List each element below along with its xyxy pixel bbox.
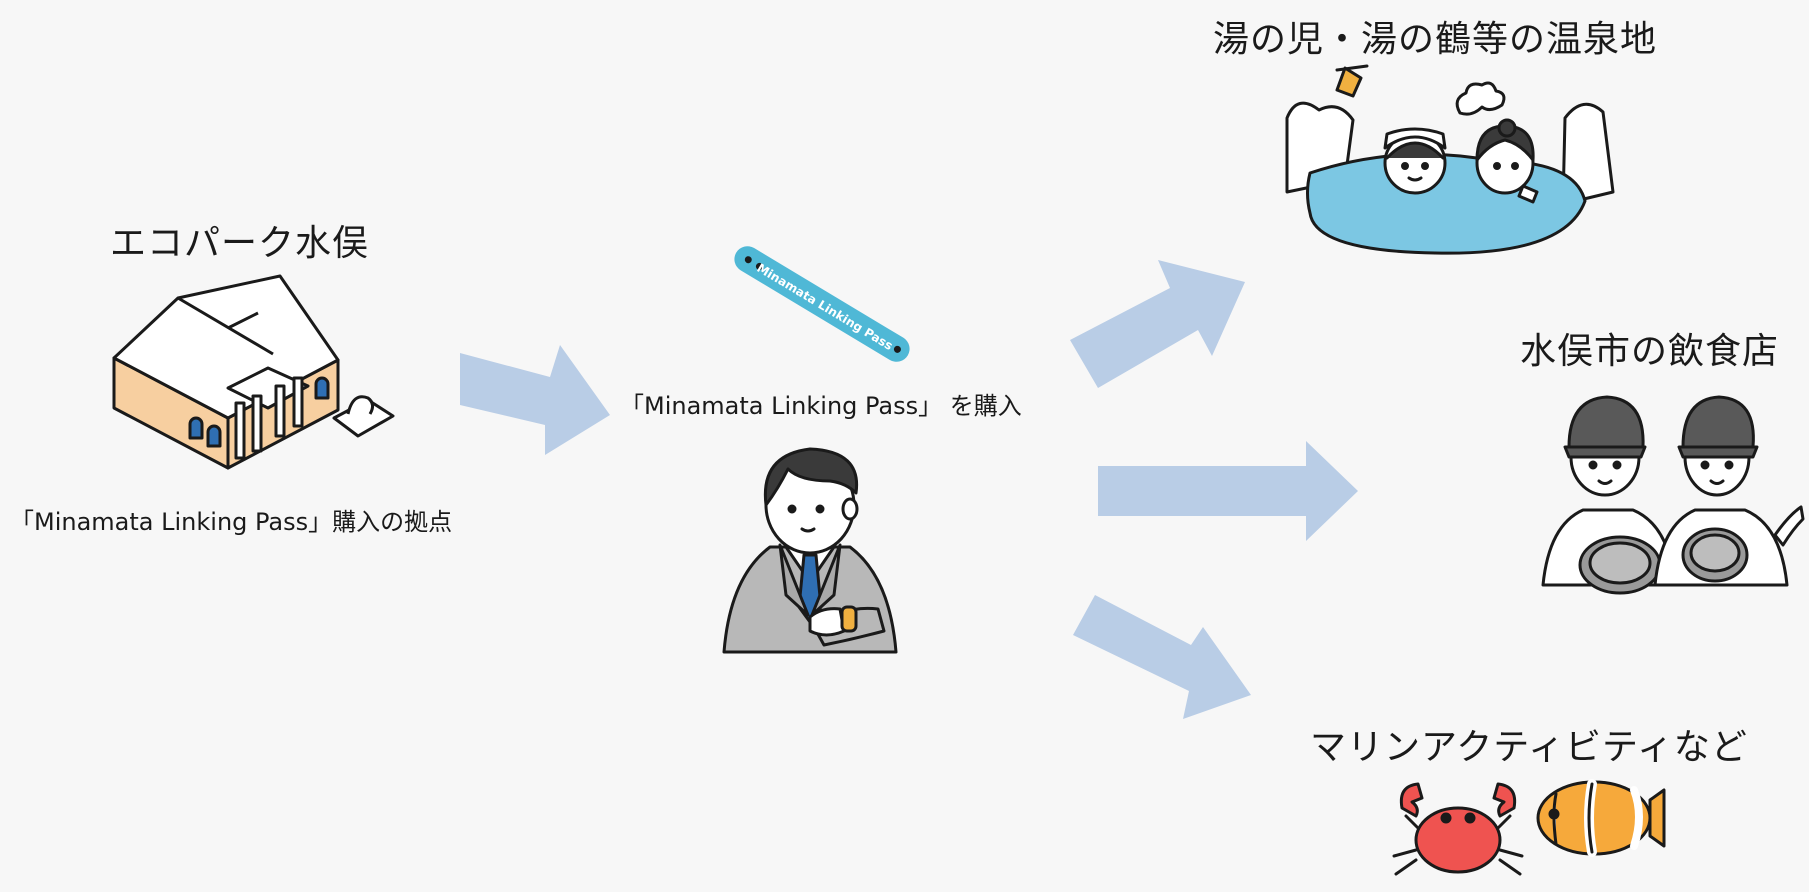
crab-and-clownfish-icon (1392, 779, 1666, 876)
arrow-to-restaurant (1098, 441, 1358, 541)
wristband-icon: Minamata Linking Pass (734, 246, 910, 362)
pass-caption: 「Minamata Linking Pass」 を購入 (620, 392, 1022, 420)
destination-hot-spring-title: 湯の児・湯の鶴等の温泉地 (1213, 19, 1658, 60)
ecopark-caption: 「Minamata Linking Pass」購入の拠点 (10, 508, 453, 536)
arrow-to-hot-spring (1070, 260, 1245, 388)
destination-marine-title: マリンアクティビティなど (1310, 727, 1748, 768)
arrow-to-pass (460, 345, 610, 455)
wristband-text: Minamata Linking Pass (755, 261, 896, 353)
hot-spring-bathers-icon (1285, 64, 1615, 255)
restaurant-staff-icon (1541, 395, 1805, 595)
destination-restaurant-title: 水俣市の飲食店 (1520, 331, 1780, 372)
building-icon (112, 274, 395, 470)
ecopark-title: エコパーク水俣 (110, 223, 370, 264)
man-checking-watch-icon (722, 447, 898, 654)
arrow-to-marine (1073, 595, 1251, 719)
